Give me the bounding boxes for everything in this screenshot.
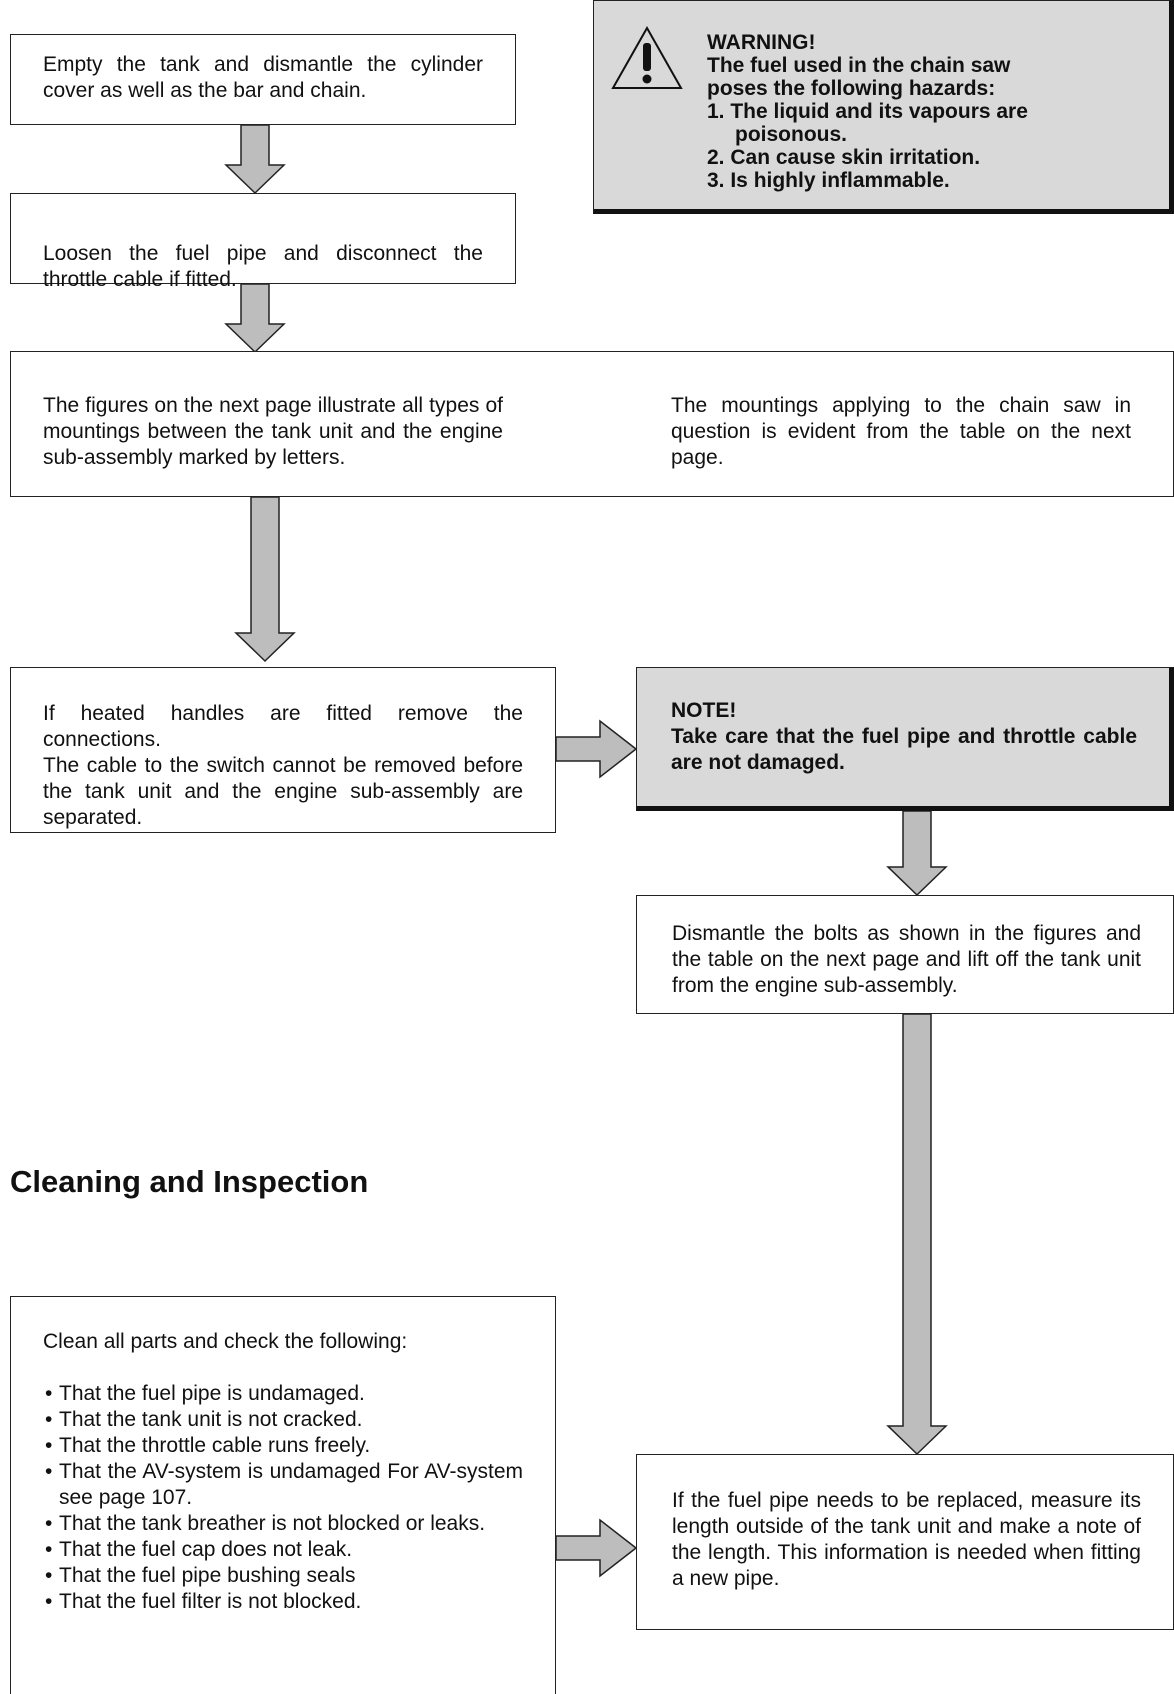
note-box: NOTE! Take care that the fuel pipe and t… [636, 667, 1174, 811]
down-arrow [886, 1014, 948, 1456]
step-text: Loosen the fuel pipe and disconnect the … [43, 242, 483, 291]
step-loosen-fuel-pipe: Loosen the fuel pipe and disconnect the … [10, 193, 516, 291]
mountings-info-box: The figures on the next page illustrate … [10, 351, 1174, 497]
right-arrow [556, 719, 638, 779]
mountings-left-text: The figures on the next page illustrate … [43, 394, 503, 469]
step-dismantle-bolts: Dismantle the bolts as shown in the figu… [636, 895, 1174, 1014]
checklist: That the fuel pipe is undamaged. That th… [43, 1381, 523, 1615]
list-item: That the fuel pipe is undamaged. [43, 1381, 523, 1407]
down-arrow [886, 811, 948, 897]
mountings-right-text: The mountings applying to the chain saw … [671, 394, 1131, 469]
list-item: That the tank unit is not cracked. [43, 1407, 523, 1433]
step-text: The cable to the switch cannot be remove… [43, 754, 523, 829]
step-text: Dismantle the bolts as shown in the figu… [672, 922, 1141, 997]
step-text: If the fuel pipe needs to be replaced, m… [672, 1489, 1141, 1590]
step-replace-fuel-pipe: If the fuel pipe needs to be replaced, m… [636, 1454, 1174, 1630]
warning-line: 3. Is highly inflammable. [707, 169, 950, 192]
down-arrow [224, 125, 286, 195]
down-arrow [234, 497, 296, 663]
warning-box: WARNING! The fuel used in the chain saw … [593, 0, 1174, 214]
step-text: If heated handles are fitted remove the … [43, 702, 523, 751]
warning-line: 2. Can cause skin irritation. [707, 146, 981, 169]
warning-line: The fuel used in the chain saw [707, 54, 1011, 77]
note-title: NOTE! [671, 699, 737, 722]
warning-line: poisonous. [735, 123, 847, 146]
section-heading: Cleaning and Inspection [10, 1164, 369, 1199]
warning-triangle-icon [611, 25, 683, 89]
cleaning-checklist-box: Clean all parts and check the following:… [10, 1296, 556, 1694]
note-text: Take care that the fuel pipe and throttl… [671, 725, 1137, 774]
warning-line: 1. The liquid and its vapours are [707, 100, 1028, 123]
step-empty-tank: Empty the tank and dismantle the cylinde… [10, 34, 516, 125]
down-arrow [224, 284, 286, 354]
warning-title: WARNING! [707, 31, 816, 54]
list-item: That the fuel filter is not blocked. [43, 1589, 523, 1615]
list-item: That the fuel pipe bushing seals [43, 1563, 523, 1589]
checklist-intro: Clean all parts and check the following: [43, 1330, 408, 1353]
step-text: Empty the tank and dismantle the cylinde… [43, 53, 483, 102]
list-item: That the fuel cap does not leak. [43, 1537, 523, 1563]
list-item: That the tank breather is not blocked or… [43, 1511, 523, 1537]
right-arrow [556, 1518, 638, 1578]
list-item: That the throttle cable runs freely. [43, 1433, 523, 1459]
list-item: That the AV-system is undamaged For AV-s… [43, 1459, 523, 1511]
warning-line: poses the following hazards: [707, 77, 996, 100]
step-heated-handles: If heated handles are fitted remove the … [10, 667, 556, 833]
